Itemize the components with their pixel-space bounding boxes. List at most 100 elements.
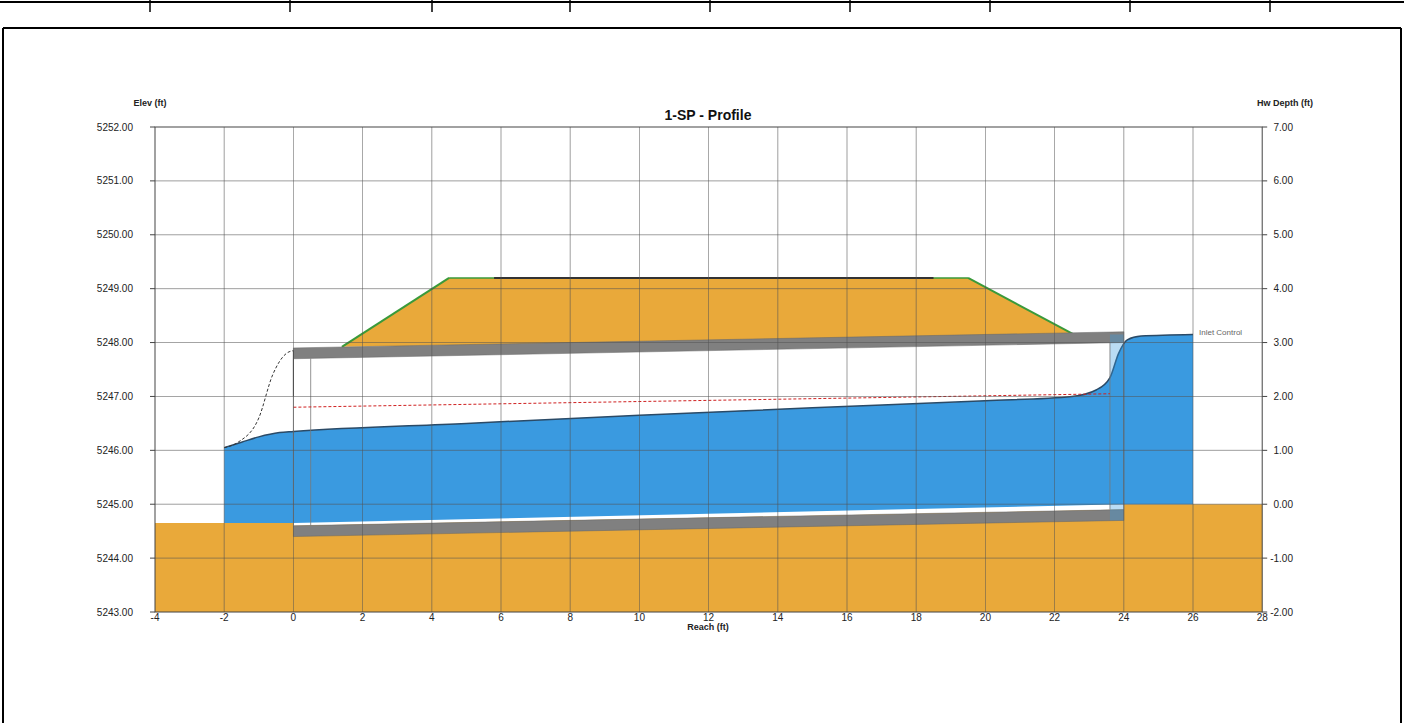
frame-divider bbox=[1129, 0, 1131, 12]
tick-mark bbox=[1262, 396, 1267, 397]
tick-label: -2 bbox=[220, 612, 229, 623]
tick-label: 12 bbox=[703, 612, 714, 623]
plot-frame bbox=[155, 127, 1262, 612]
tick-mark bbox=[1262, 342, 1267, 343]
tick-label: 22 bbox=[1049, 612, 1060, 623]
frame-line bbox=[2, 28, 4, 723]
tick-label: 5245.00 bbox=[97, 499, 133, 510]
grid-line bbox=[155, 450, 1262, 451]
grid-line bbox=[639, 127, 640, 612]
tick-label: 5252.00 bbox=[97, 122, 133, 133]
tick-label: 5248.00 bbox=[97, 337, 133, 348]
grid-line bbox=[708, 127, 709, 612]
tick-label: 24 bbox=[1118, 612, 1129, 623]
grid-line bbox=[155, 180, 1262, 181]
critical-depth-line bbox=[224, 351, 293, 448]
tick-label: -4 bbox=[151, 612, 160, 623]
tick-label: 5249.00 bbox=[97, 283, 133, 294]
tick-label: 14 bbox=[772, 612, 783, 623]
embankment-slope bbox=[342, 278, 449, 347]
tick-mark bbox=[150, 396, 155, 397]
tick-label: 3.00 bbox=[1274, 337, 1293, 348]
tick-mark bbox=[150, 180, 155, 181]
tick-label: 6.00 bbox=[1274, 175, 1293, 186]
grid-line bbox=[916, 127, 917, 612]
embankment-slope bbox=[968, 278, 1079, 337]
tick-mark bbox=[150, 450, 155, 451]
tick-mark bbox=[150, 504, 155, 505]
grid-line bbox=[224, 127, 225, 612]
grid-line bbox=[570, 127, 571, 612]
grid-line bbox=[155, 504, 1262, 505]
frame-divider bbox=[989, 0, 991, 12]
frame-divider bbox=[849, 0, 851, 12]
tick-label: 5.00 bbox=[1274, 229, 1293, 240]
tick-label: 2 bbox=[360, 612, 366, 623]
frame-divider bbox=[289, 0, 291, 12]
grid-line bbox=[1054, 127, 1055, 612]
frame-line bbox=[1400, 28, 1402, 723]
tick-label: 0.00 bbox=[1274, 499, 1293, 510]
tick-label: 8 bbox=[567, 612, 573, 623]
tick-label: 4 bbox=[429, 612, 435, 623]
tick-mark bbox=[1262, 450, 1267, 451]
axis-title: Elev (ft) bbox=[133, 99, 166, 109]
tick-label: 28 bbox=[1257, 612, 1268, 623]
tick-mark bbox=[150, 127, 155, 128]
section-line bbox=[310, 358, 311, 525]
tick-mark bbox=[1262, 504, 1267, 505]
tick-label: 7.00 bbox=[1274, 122, 1293, 133]
tick-label: 5250.00 bbox=[97, 229, 133, 240]
tick-label: 4.00 bbox=[1274, 283, 1293, 294]
tick-mark bbox=[150, 234, 155, 235]
frame-divider bbox=[1269, 0, 1271, 12]
tick-mark bbox=[1262, 288, 1267, 289]
tick-label: 26 bbox=[1187, 612, 1198, 623]
axis-title: Reach (ft) bbox=[687, 623, 729, 633]
grid-line bbox=[501, 127, 502, 612]
grid-line bbox=[155, 234, 1262, 235]
tick-mark bbox=[150, 342, 155, 343]
tick-mark bbox=[1262, 180, 1267, 181]
tick-label: -2.00 bbox=[1270, 607, 1293, 618]
tick-label: 18 bbox=[911, 612, 922, 623]
grid-line bbox=[1123, 127, 1124, 612]
grid-line bbox=[777, 127, 778, 612]
tick-mark bbox=[150, 288, 155, 289]
outlet-water-overlay bbox=[1110, 334, 1124, 520]
frame-line bbox=[0, 1, 1404, 3]
tick-label: 20 bbox=[980, 612, 991, 623]
tick-label: 16 bbox=[841, 612, 852, 623]
roadway-surface bbox=[494, 277, 933, 279]
axis-title: Hw Depth (ft) bbox=[1257, 99, 1313, 109]
grid-line bbox=[847, 127, 848, 612]
tick-mark bbox=[1262, 234, 1267, 235]
tick-mark bbox=[1262, 558, 1267, 559]
frame-divider bbox=[431, 0, 433, 12]
grid-line bbox=[362, 127, 363, 612]
tick-mark bbox=[1262, 127, 1267, 128]
tick-label: 2.00 bbox=[1274, 391, 1293, 402]
grid-line bbox=[155, 396, 1262, 397]
tick-label: 5244.00 bbox=[97, 553, 133, 564]
section-line bbox=[1109, 343, 1110, 510]
frame-line bbox=[3, 27, 1401, 29]
tick-label: 1.00 bbox=[1274, 445, 1293, 456]
grid-line bbox=[293, 127, 294, 612]
tick-label: 5246.00 bbox=[97, 445, 133, 456]
grid-line bbox=[1193, 127, 1194, 612]
grid-line bbox=[155, 342, 1262, 343]
tick-label: 0 bbox=[291, 612, 297, 623]
frame-divider bbox=[569, 0, 571, 12]
chart-title: 1-SP - Profile bbox=[665, 108, 752, 123]
grid-line bbox=[155, 558, 1262, 559]
tick-mark bbox=[150, 558, 155, 559]
tick-label: 5247.00 bbox=[97, 391, 133, 402]
frame-divider bbox=[709, 0, 711, 12]
grid-line bbox=[155, 288, 1262, 289]
tick-label: 10 bbox=[634, 612, 645, 623]
tick-label: 6 bbox=[498, 612, 504, 623]
tick-label: 5251.00 bbox=[97, 175, 133, 186]
grid-line bbox=[985, 127, 986, 612]
